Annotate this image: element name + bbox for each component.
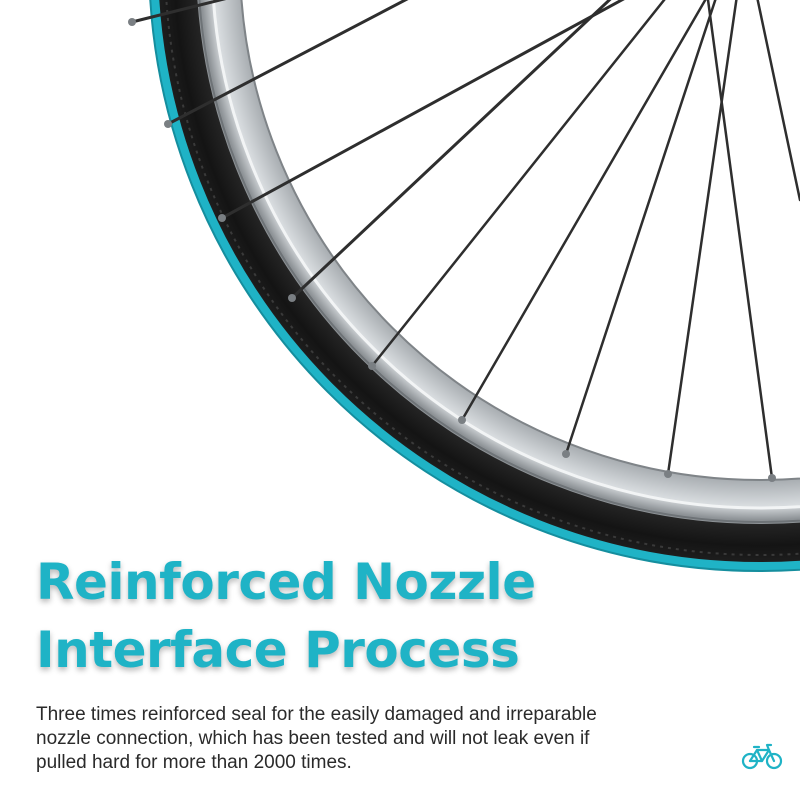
bicycle-icon <box>741 743 783 770</box>
page-title: Reinforced Nozzle Interface Process <box>36 548 536 684</box>
feature-description: Three times reinforced seal for the easi… <box>36 704 597 773</box>
tire-teal-band <box>150 0 800 571</box>
title-line-2: Interface Process <box>36 621 520 679</box>
title-line-1: Reinforced Nozzle <box>36 553 536 611</box>
wheel-spokes <box>130 0 800 480</box>
tire-tread <box>159 0 800 562</box>
wheel-rim <box>197 0 800 524</box>
